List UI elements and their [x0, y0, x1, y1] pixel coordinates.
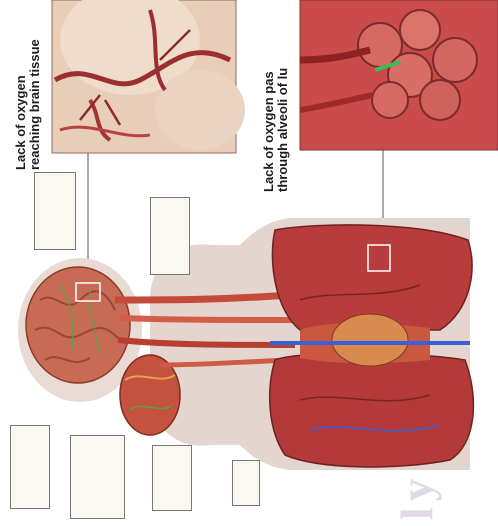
callout-box-middle	[150, 197, 190, 275]
brain-tissue-inset	[52, 0, 245, 153]
heading-alveoli-line2: through alveoli of lu	[276, 68, 290, 192]
callout-box-brain	[34, 172, 76, 250]
callout-box-bottom	[232, 460, 260, 506]
heading-brain-tissue: Lack of oxygen reaching brain tissue	[14, 39, 42, 170]
heading-alveoli: Lack of oxygen pas through alveoli of lu	[262, 68, 290, 192]
callout-box-lower-middle	[70, 435, 125, 519]
alveoli-inset	[300, 0, 498, 150]
callout-box-lower-left	[10, 425, 50, 509]
heading-brain-line2: reaching brain tissue	[28, 39, 42, 170]
heading-brain-line1: Lack of oxygen	[14, 39, 28, 170]
heading-alveoli-line1: Lack of oxygen pas	[262, 68, 276, 192]
callout-box-lower-right	[152, 445, 192, 511]
watermark: ly	[390, 472, 443, 520]
brain	[26, 267, 130, 383]
